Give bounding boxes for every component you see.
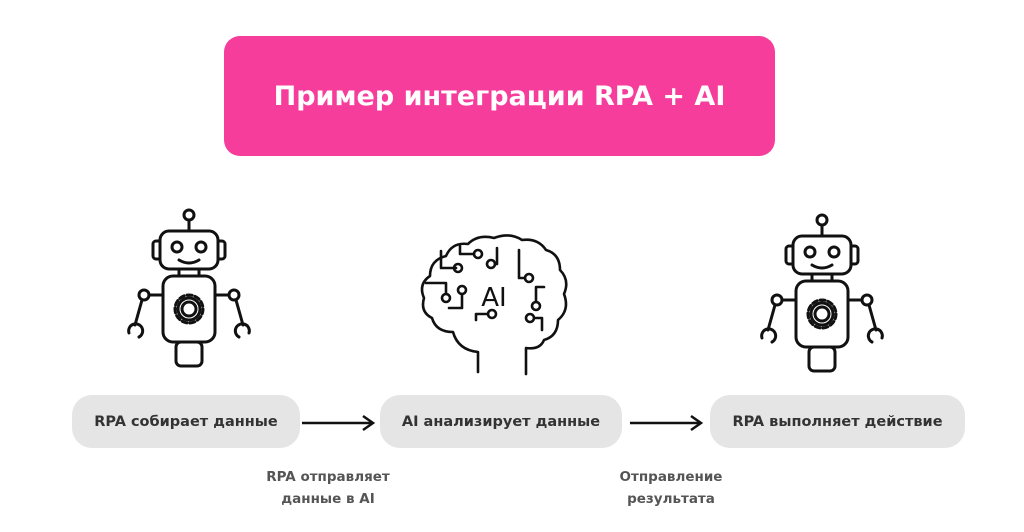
transition-caption: Отправление результата [591,466,751,510]
step-rpa-collect: RPA собирает данные [72,395,300,448]
caption-line: данные в AI [281,491,375,507]
arrow-right-icon [302,414,376,432]
caption-line: RPA отправляет [266,469,390,485]
step-rpa-execute: RPA выполняет действие [710,395,965,448]
brain-ai-label: AI [481,283,506,313]
robot-icon [127,208,251,368]
caption-line: результата [627,491,715,507]
title-banner: Пример интеграции RPA + AI [224,36,775,156]
arrow-right-icon [630,414,704,432]
step-ai-analyze: AI анализирует данные [380,395,622,448]
brain-ai-icon: AI [420,234,568,376]
caption-line: Отправление [619,469,723,485]
robot-icon [760,213,884,373]
transition-caption: RPA отправляет данные в AI [248,466,408,510]
